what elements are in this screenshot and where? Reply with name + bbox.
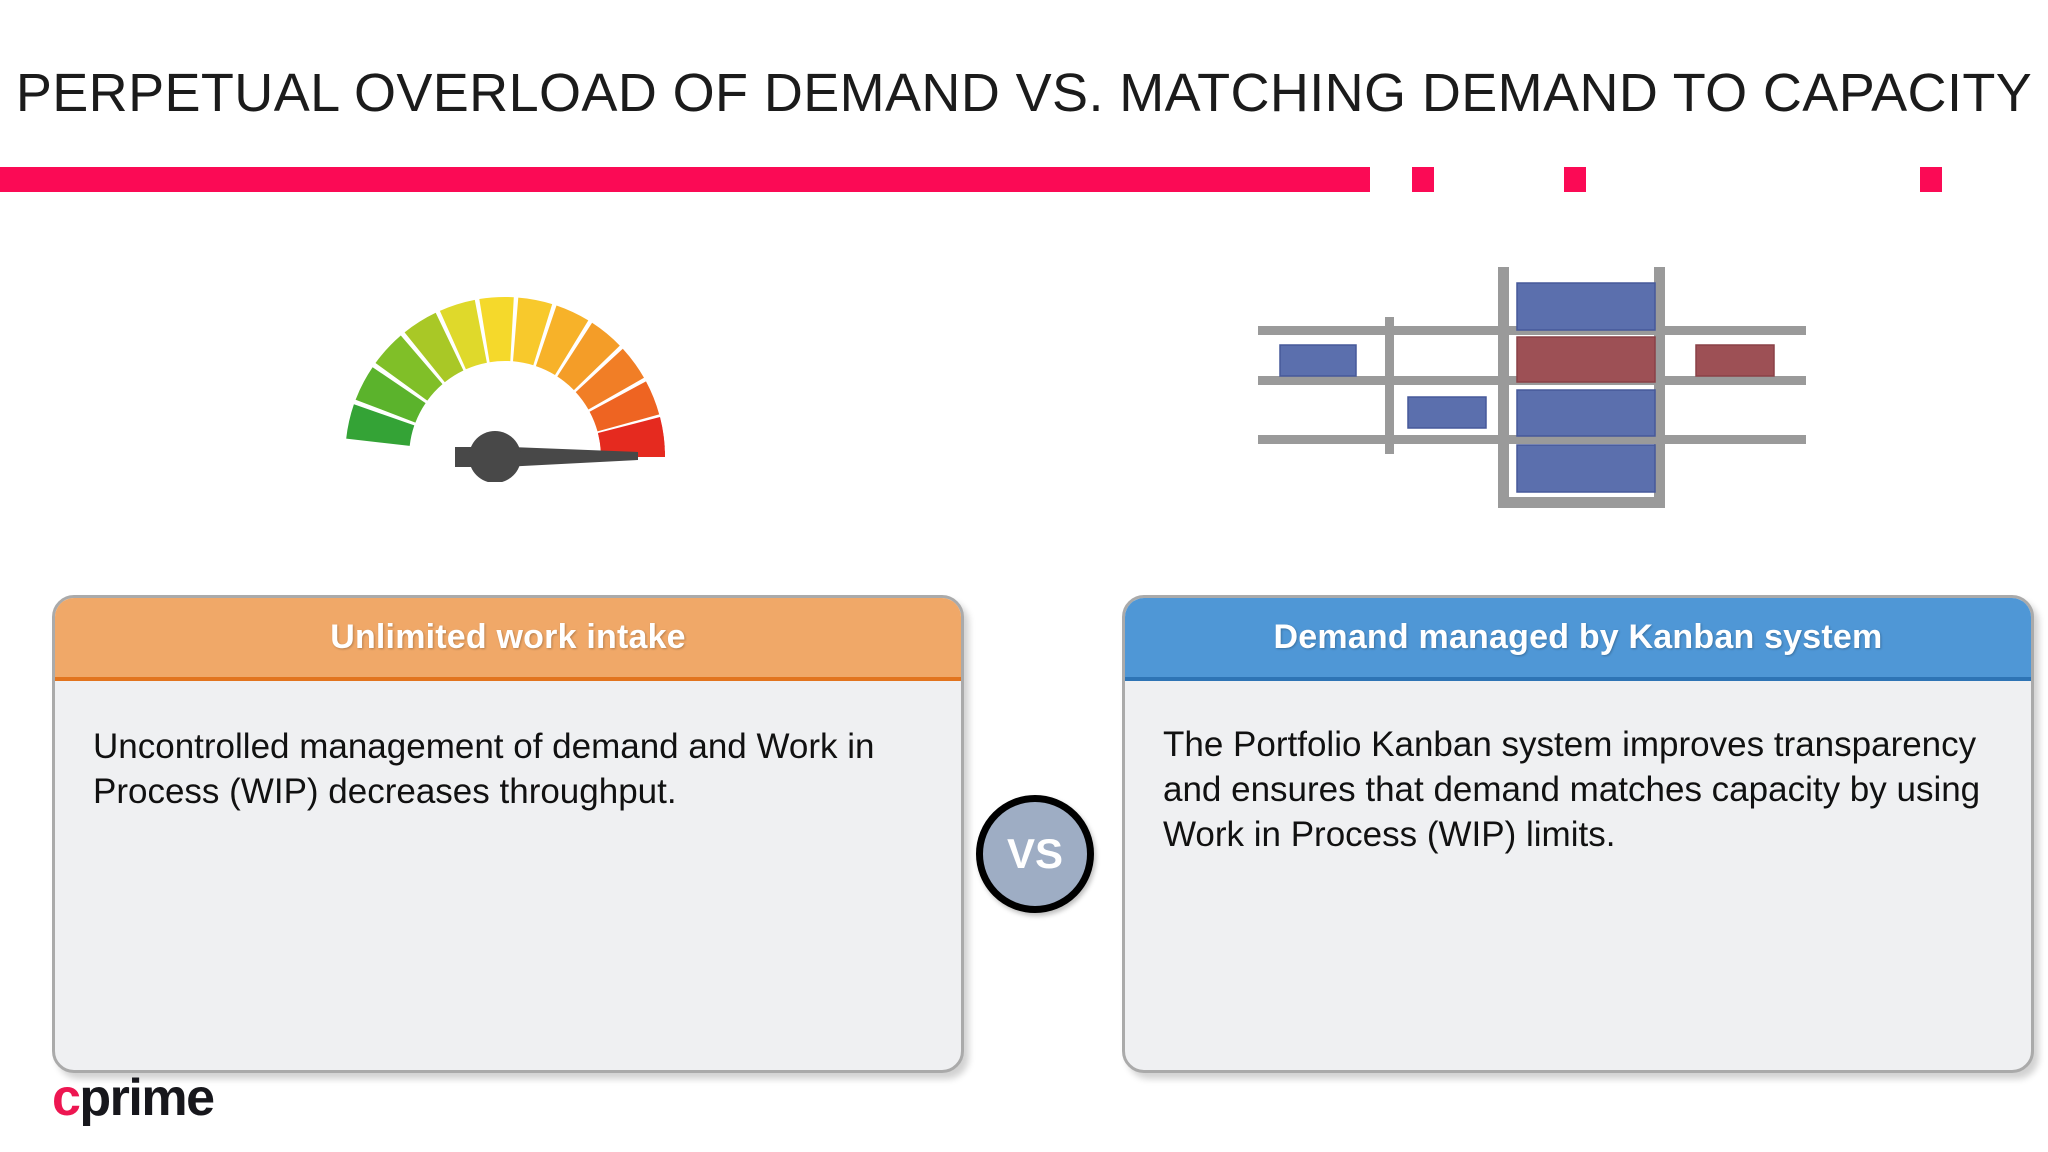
speedometer-gauge-icon [290,252,720,482]
logo-wordmark: prime [79,1069,215,1127]
page-title: PERPETUAL OVERLOAD OF DEMAND VS. MATCHIN… [15,63,2033,123]
accent-bar-main [0,167,1370,192]
card-header-right: Demand managed by Kanban system [1125,598,2031,681]
comparison-card-right: Demand managed by Kanban system The Port… [1122,595,2034,1073]
cprime-logo: cprime [52,1069,215,1127]
logo-accent-letter: c [52,1069,81,1127]
card-header-left: Unlimited work intake [55,598,961,681]
accent-bar-dash-3 [1920,167,1942,192]
versus-badge: VS [976,795,1094,913]
card-body-left: Uncontrolled management of demand and Wo… [93,727,875,811]
accent-bar-dash-2 [1564,167,1586,192]
comparison-card-left: Unlimited work intake Uncontrolled manag… [52,595,964,1073]
kanban-board-funnel-icon [1258,262,1806,508]
accent-bar-dash-1 [1412,167,1434,192]
card-body-right: The Portfolio Kanban system improves tra… [1163,725,1981,854]
